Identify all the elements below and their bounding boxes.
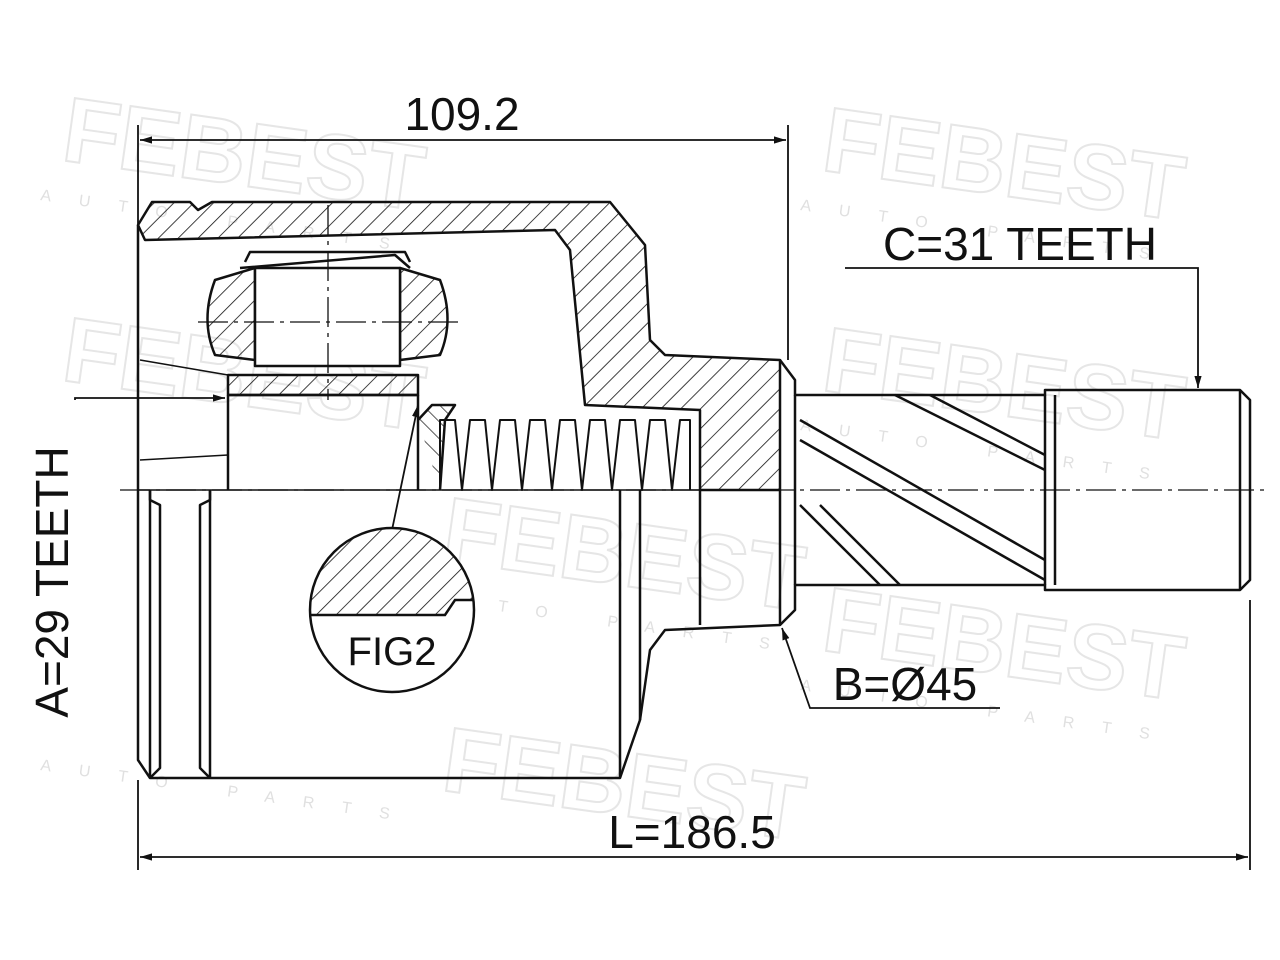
roller-bearing	[206, 266, 257, 362]
dimension-labels: 109.2 L=186.5 C=31 TEETH B=Ø45 A=29 TEET…	[26, 88, 1157, 858]
dim-teeth-outer: C=31 TEETH	[883, 218, 1157, 270]
housing-section	[136, 200, 782, 492]
dim-diameter: B=Ø45	[833, 658, 978, 710]
leader-fig2	[391, 404, 420, 531]
leader-teeth-inner	[74, 394, 225, 402]
dim-total-length: L=186.5	[608, 806, 776, 858]
watermark-subtext: AUTO PARTS	[39, 757, 418, 827]
leader-diameter	[781, 627, 1000, 709]
fig2-label: FIG2	[348, 630, 437, 674]
center-lines	[120, 205, 1265, 491]
dim-top-length: 109.2	[404, 88, 519, 140]
leader-teeth-outer	[845, 267, 1202, 388]
spider-block	[226, 373, 420, 397]
dim-teeth-inner: A=29 TEETH	[26, 446, 78, 717]
spring	[439, 419, 691, 491]
dimension-lines	[74, 125, 1251, 870]
